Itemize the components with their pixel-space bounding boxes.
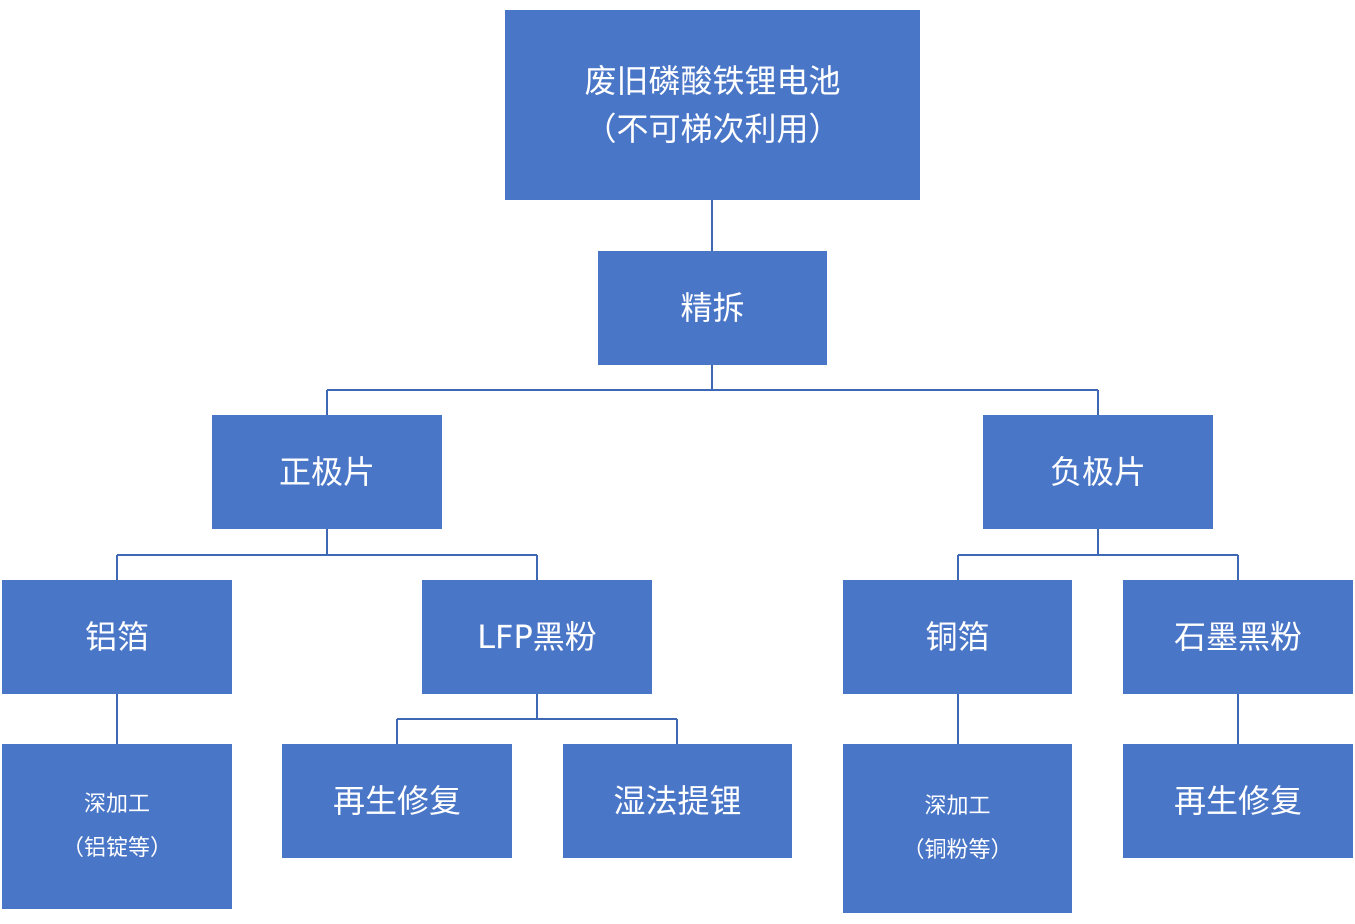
connector-cathode-to-children [116, 529, 538, 580]
node-lfp-regeneration: 再生修复 [282, 744, 512, 858]
node-graphite-black-powder: 石墨黑粉 [1123, 580, 1353, 694]
node-graphite-regeneration-label: 再生修复 [1173, 782, 1302, 820]
node-fine-dismantling-label: 精拆 [680, 289, 745, 327]
node-fine-dismantling: 精拆 [598, 251, 827, 365]
node-lfp-black-powder: LFP黑粉 [422, 580, 652, 694]
node-wet-lithium-extraction-label: 湿法提锂 [613, 782, 742, 820]
node-aluminum-foil: 铝箔 [2, 580, 232, 694]
node-graphite-regeneration: 再生修复 [1123, 744, 1353, 858]
node-anode-sheet-label: 负极片 [1049, 453, 1146, 491]
node-wet-lithium-extraction: 湿法提锂 [563, 744, 792, 858]
connector-dismantle-to-electrodes [326, 365, 1099, 415]
connector-anode-to-children [957, 529, 1239, 580]
node-graphite-black-powder-label: 石墨黑粉 [1173, 618, 1302, 656]
node-cathode-sheet: 正极片 [212, 415, 442, 529]
node-aluminum-deep-processing-title: 深加工 [83, 791, 150, 817]
node-lfp-regeneration-label: 再生修复 [332, 782, 461, 820]
node-copper-deep-processing-note: （铜粉等） [902, 837, 1013, 863]
node-copper-deep-processing: 深加工 （铜粉等） [843, 744, 1072, 913]
node-aluminum-foil-label: 铝箔 [84, 618, 149, 656]
node-cathode-sheet-label: 正极片 [278, 453, 375, 491]
node-lfp-black-powder-label: LFP黑粉 [477, 618, 597, 656]
connector-lfp-to-children [396, 694, 678, 744]
node-waste-lfp-battery: 废旧磷酸铁锂电池 （不可梯次利用） [505, 10, 920, 200]
node-copper-foil: 铜箔 [843, 580, 1072, 694]
node-copper-foil-label: 铜箔 [925, 618, 990, 656]
node-waste-lfp-battery-title: 废旧磷酸铁锂电池 [584, 62, 841, 100]
node-copper-deep-processing-title: 深加工 [924, 793, 991, 819]
node-aluminum-deep-processing-note: （铝锭等） [61, 835, 172, 861]
node-aluminum-deep-processing: 深加工 （铝锭等） [2, 744, 232, 909]
node-waste-lfp-battery-note: （不可梯次利用） [584, 110, 841, 148]
node-anode-sheet: 负极片 [983, 415, 1213, 529]
